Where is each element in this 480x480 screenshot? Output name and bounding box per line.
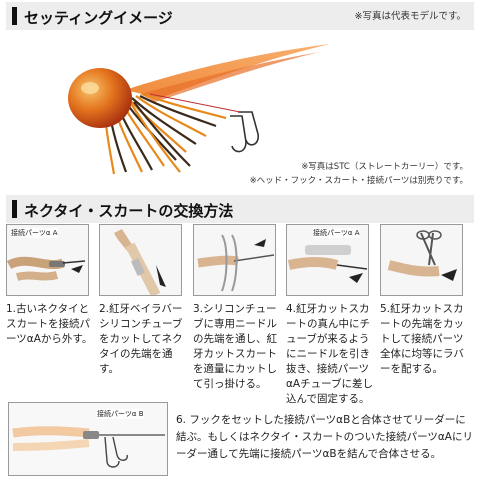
section-bar xyxy=(12,7,17,25)
step-1-text: 1.古いネクタイとスカートを接続パーツαAから外す。 xyxy=(6,303,93,345)
photo-note: ※写真は代表モデルです。 xyxy=(354,11,466,22)
head-highlight xyxy=(81,82,99,94)
step-5-text: 5.紅牙カットスカートの先端をカットして接続パーツ全体に均等にラバーを配する。 xyxy=(380,303,464,375)
parts-note: ※ヘッド・フック・スカート・接続パーツは別売りです。 xyxy=(249,176,468,186)
step-5-image xyxy=(380,224,463,296)
step-4-text: 4.紅牙カットスカートの真ん中にチューブが来るようにニードルを引き抜き、接続パー… xyxy=(286,303,373,405)
step-3-text: 3.シリコンチューブに専用ニードルの先端を通し、紅牙カットスカートを適量にカット… xyxy=(193,303,277,390)
lure-head xyxy=(68,68,132,128)
step-4-label: 接続パーツα A xyxy=(313,228,360,238)
step-3-image xyxy=(193,224,276,296)
necktie-tail-2 xyxy=(140,52,320,102)
skirt-strands xyxy=(102,92,227,175)
section-header-setting-image: セッティングイメージ xyxy=(6,2,474,30)
section-title: ネクタイ・スカートの交換方法 xyxy=(24,202,234,220)
step-2-image xyxy=(99,224,182,296)
step-2-text: 2.紅牙ベイラバーシリコンチューブをカットしてネクタイの先端を通す。 xyxy=(99,303,183,375)
step-4-image: 接続パーツα A xyxy=(286,224,369,296)
section-header-exchange-method: ネクタイ・スカートの交換方法 xyxy=(6,195,474,223)
step-6-label: 接続パーツα B xyxy=(97,409,144,419)
step-6-text: 6. フックをセットした接続パーツαBと合体させてリーダーに結ぶ。もしくはネクタ… xyxy=(176,414,473,460)
lure-image xyxy=(68,44,330,175)
step-1-image: 接続パーツα A xyxy=(6,224,89,296)
step-6-image: 接続パーツα B xyxy=(8,402,168,476)
section-bar xyxy=(12,200,17,218)
step-1-label: 接続パーツα A xyxy=(11,228,58,238)
hooks xyxy=(149,93,259,153)
section-title: セッティングイメージ xyxy=(24,9,173,27)
stc-note: ※写真はSTC（ストレートカーリー）です。 xyxy=(301,162,468,172)
